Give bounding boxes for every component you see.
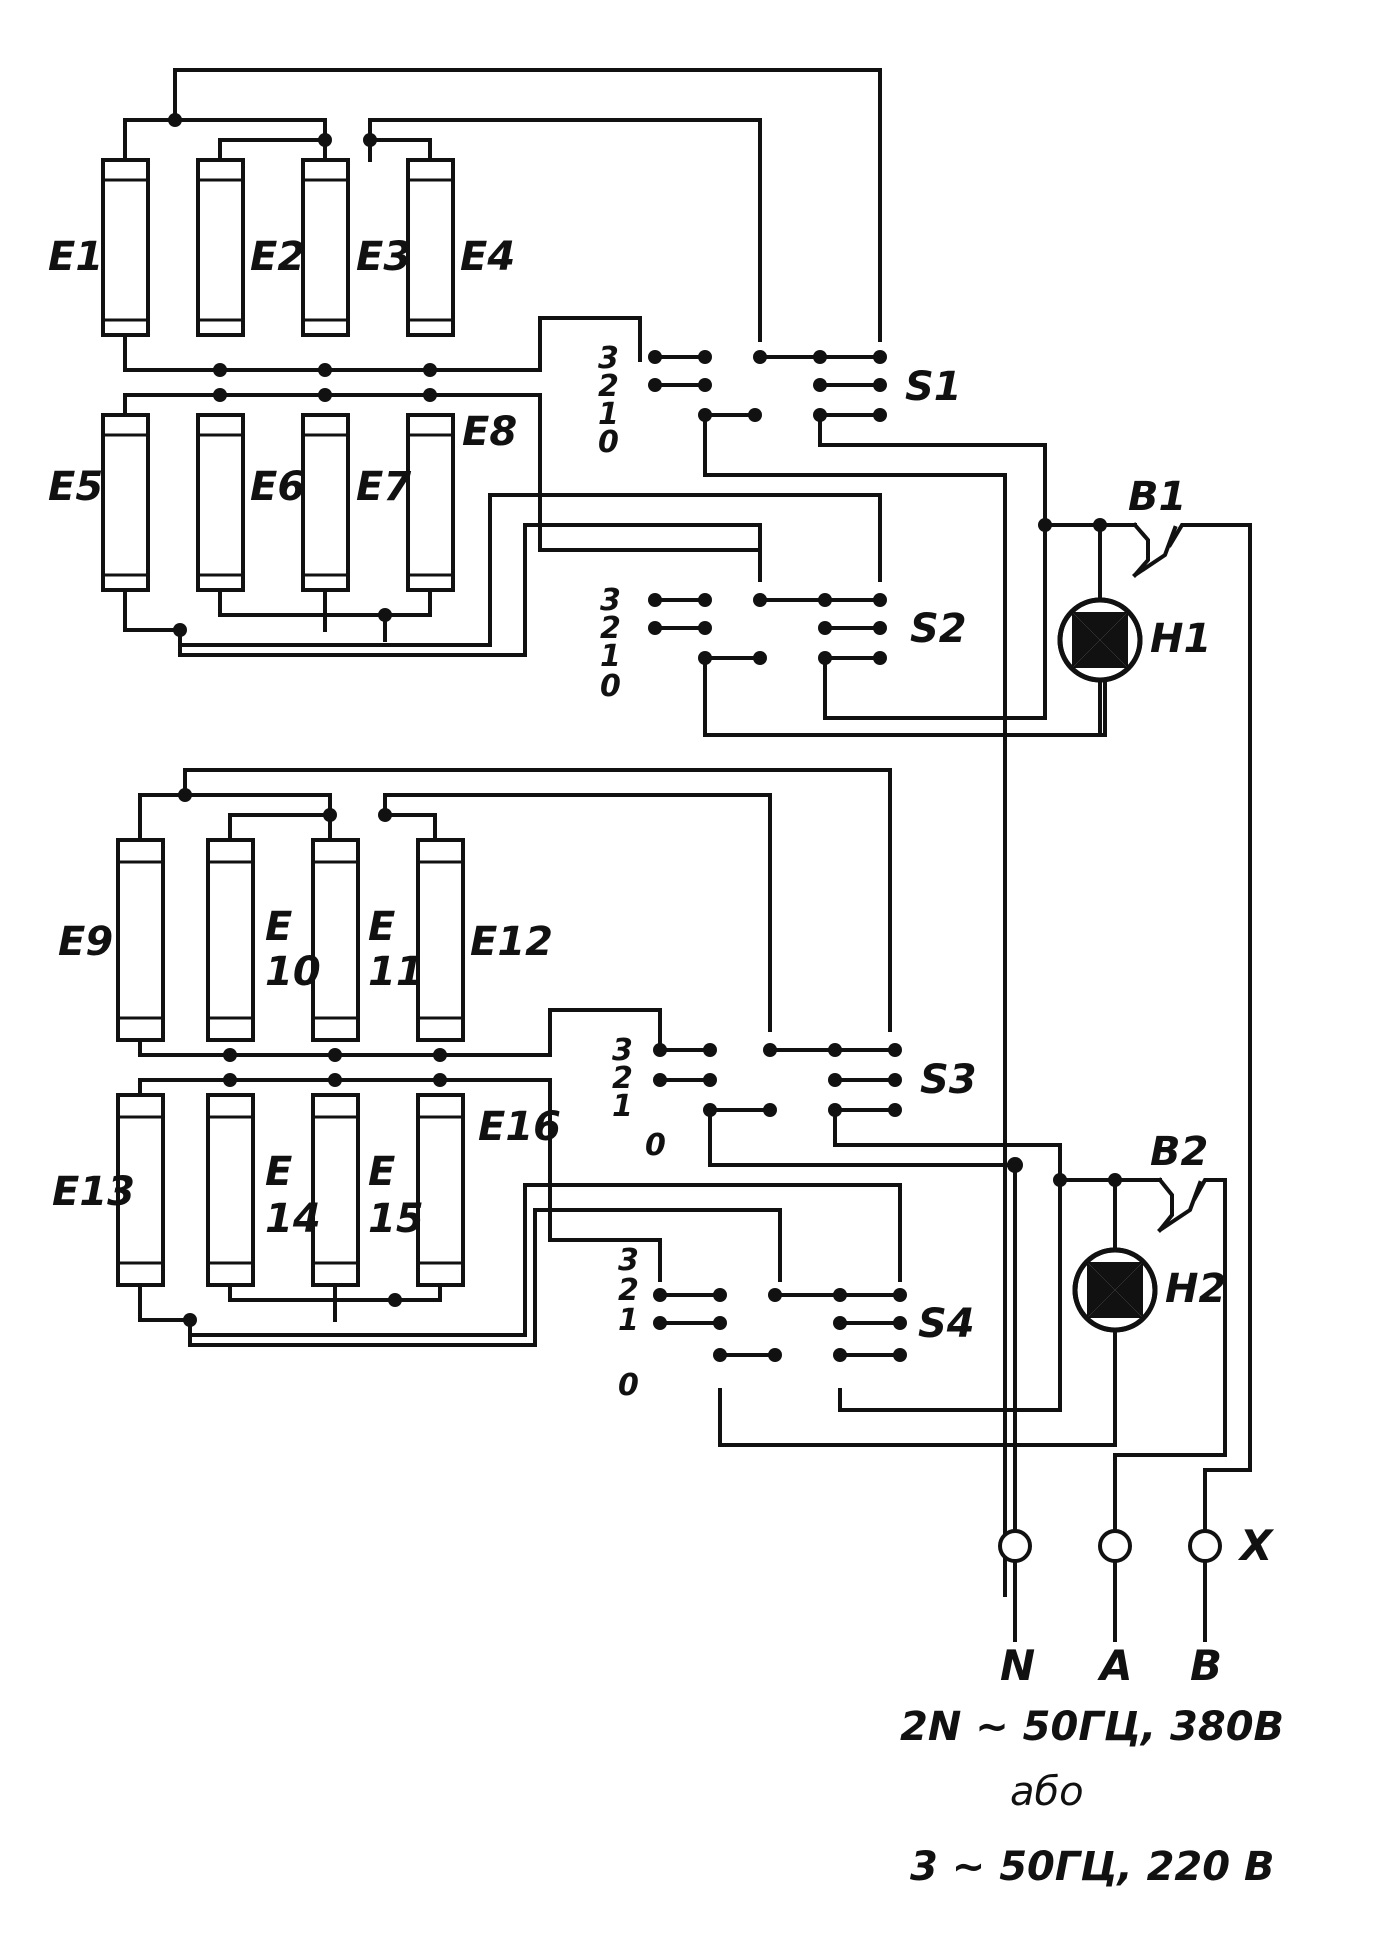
lamp-h1 — [1057, 597, 1143, 683]
heater-element-e10 — [206, 838, 255, 1042]
label-e11-letter: E — [368, 904, 395, 950]
label-x: X — [1237, 1521, 1275, 1570]
switch-s3 — [658, 1048, 1062, 1182]
switch-s4 — [658, 1178, 1117, 1447]
s1-pos-1: 1 — [598, 397, 619, 432]
terminal-b — [1188, 1529, 1222, 1563]
supply-terminals — [1013, 1163, 1207, 1642]
label-e5: E5 — [48, 464, 103, 510]
s1-pos-0: 0 — [598, 425, 619, 460]
s2-pos-3: 3 — [600, 583, 621, 618]
heater-element-e6 — [196, 413, 245, 592]
heater-group-2 — [123, 393, 882, 657]
lamp-h2 — [1072, 1247, 1158, 1333]
label-e14-letter: E — [265, 1149, 292, 1195]
label-e1: E1 — [48, 234, 103, 280]
s3-pos-1: 1 — [612, 1089, 633, 1124]
heater-element-e11 — [311, 838, 360, 1042]
label-s1: S1 — [905, 364, 962, 410]
s1-pos-3: 3 — [598, 341, 619, 376]
label-h1: H1 — [1150, 616, 1211, 662]
label-e3: E3 — [356, 234, 411, 280]
label-e9: E9 — [58, 919, 113, 965]
switch-s2 — [653, 523, 1107, 737]
label-b: B — [1190, 1641, 1222, 1690]
label-n: N — [1000, 1641, 1035, 1690]
label-b1: B1 — [1128, 474, 1186, 520]
supply-note-line-3: 3 ~ 50ГЦ, 220 В — [910, 1844, 1275, 1890]
label-e15-letter: E — [368, 1149, 395, 1195]
s4-pos-3: 3 — [618, 1243, 639, 1278]
s4-pos-1: 1 — [618, 1303, 639, 1338]
label-e11-number: 11 — [368, 949, 424, 995]
label-e7: E7 — [356, 464, 411, 510]
s2-pos-0: 0 — [600, 669, 621, 704]
label-e4: E4 — [460, 234, 515, 280]
heater-element-e5 — [101, 413, 150, 592]
heater-element-e14 — [206, 1093, 255, 1287]
heater-element-e3 — [301, 158, 350, 337]
label-e16: E16 — [478, 1104, 561, 1150]
supply-note-line-1: 2N ~ 50ГЦ, 380В — [900, 1704, 1284, 1750]
s3-pos-2: 2 — [612, 1061, 633, 1096]
label-e14-number: 14 — [265, 1196, 321, 1242]
heater-element-e16 — [416, 1093, 465, 1287]
label-h2: H2 — [1165, 1266, 1226, 1312]
terminal-n — [998, 1529, 1032, 1563]
label-e6: E6 — [250, 464, 305, 510]
label-e8: E8 — [462, 409, 517, 455]
label-b2: B2 — [1150, 1129, 1208, 1175]
heater-element-e9 — [116, 838, 165, 1042]
s3-pos-0: 0 — [645, 1128, 666, 1163]
s3-pos-3: 3 — [612, 1033, 633, 1068]
label-a: A — [1097, 1641, 1133, 1690]
label-e12: E12 — [470, 919, 553, 965]
label-s2: S2 — [910, 606, 967, 652]
label-e13: E13 — [52, 1169, 135, 1215]
heater-element-e7 — [301, 413, 350, 592]
heater-element-e1 — [101, 158, 150, 337]
breaker-b1 — [1043, 522, 1252, 1532]
label-s4: S4 — [918, 1301, 975, 1347]
heater-element-e8 — [406, 413, 455, 592]
heater-element-e13 — [116, 1093, 165, 1287]
heater-element-e12 — [416, 838, 465, 1042]
s2-pos-1: 1 — [600, 639, 621, 674]
label-e15-number: 15 — [368, 1196, 424, 1242]
s4-pos-2: 2 — [618, 1273, 639, 1308]
heater-group-4 — [138, 1078, 902, 1347]
label-e2: E2 — [250, 234, 305, 280]
label-s3: S3 — [920, 1057, 977, 1103]
heater-element-e15 — [311, 1093, 360, 1287]
terminal-a — [1098, 1529, 1132, 1563]
supply-note-line-2: або — [1010, 1769, 1084, 1815]
breaker-b2 — [1058, 1177, 1227, 1532]
heater-element-e4 — [406, 158, 455, 337]
heater-element-e2 — [196, 158, 245, 337]
label-e10-letter: E — [265, 904, 292, 950]
s1-pos-2: 2 — [598, 369, 619, 404]
s4-pos-0: 0 — [618, 1368, 639, 1403]
s2-pos-2: 2 — [600, 611, 621, 646]
label-e10-number: 10 — [265, 949, 321, 995]
